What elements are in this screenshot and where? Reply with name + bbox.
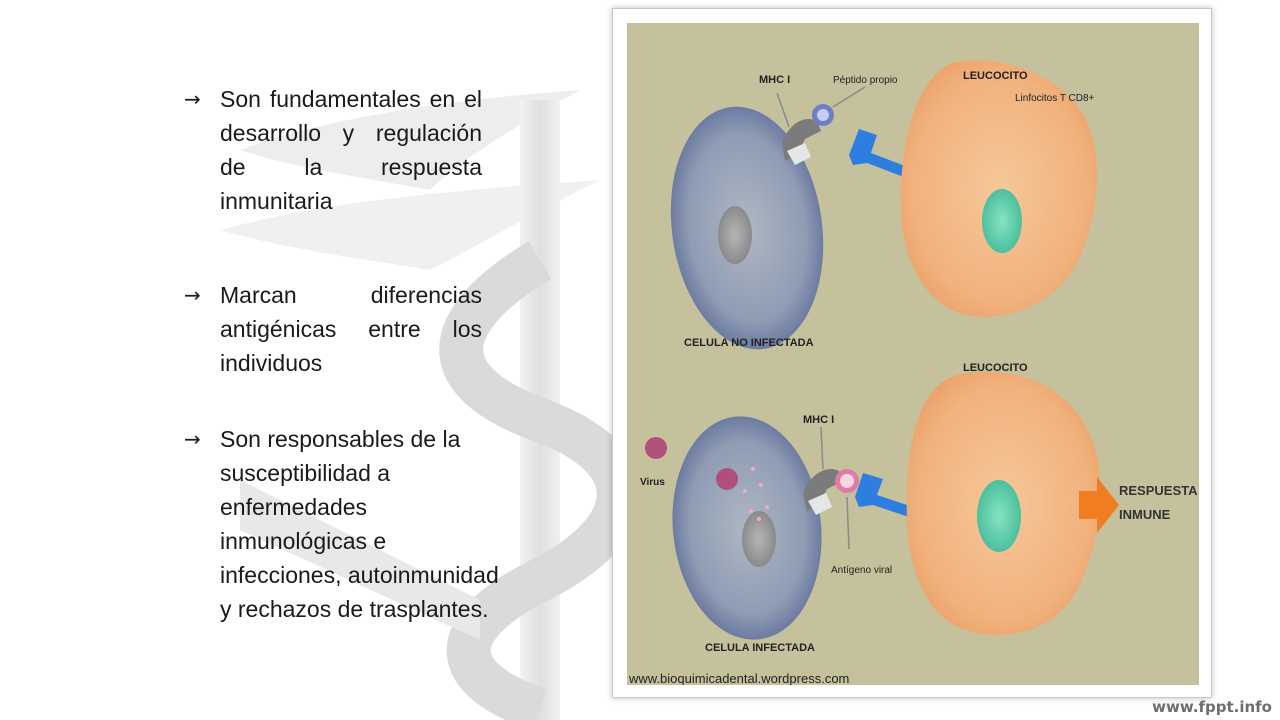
top-peptide-label: Péptido propio	[833, 75, 898, 86]
leucocyte-bottom-nucleus	[977, 480, 1021, 552]
antigen-label: Antígeno viral	[831, 565, 892, 576]
virus-particle	[645, 437, 738, 490]
mhc-diagram: MHC I Péptido propio LEUCOCITO Linfocito…	[628, 60, 1198, 685]
infected-cell-nucleus	[742, 511, 776, 567]
response-label-line1: RESPUESTA	[1119, 483, 1198, 498]
top-leucocito-label: LEUCOCITO	[963, 70, 1028, 82]
arrow-icon: →	[184, 283, 201, 307]
arrow-icon: →	[184, 87, 201, 111]
bottom-cell-label: CELULA INFECTADA	[705, 642, 815, 654]
bullet-text: Son fundamentales en el desarrollo y reg…	[220, 86, 482, 214]
mhc-molecule-bottom	[803, 469, 859, 515]
tcr-receptor-top	[849, 129, 913, 179]
bullet-item: → Son responsables de la susceptibilidad…	[184, 422, 500, 626]
footer-url: www.fppt.info	[1152, 698, 1272, 716]
bullet-item: → Marcan diferencias antigénicas entre l…	[184, 278, 482, 380]
leucocyte-top-nucleus	[982, 189, 1022, 253]
source-url: www.bioquimicadental.wordpress.com	[628, 671, 849, 685]
mhc-molecule-top	[782, 104, 834, 165]
uninfected-cell-nucleus	[718, 206, 752, 264]
top-cell-label: CELULA NO INFECTADA	[684, 337, 814, 349]
diagram-figure: MHC I Péptido propio LEUCOCITO Linfocito…	[612, 8, 1212, 698]
bullet-text: Son responsables de la susceptibilidad a…	[220, 426, 499, 622]
top-mhc-label: MHC I	[759, 74, 790, 86]
virus-label: Virus	[640, 477, 665, 488]
bullet-text: Marcan diferencias antigénicas entre los…	[220, 282, 482, 376]
bullet-item: → Son fundamentales en el desarrollo y r…	[184, 82, 482, 218]
response-label-line2: INMUNE	[1119, 507, 1171, 522]
viral-antigen-dots	[743, 467, 769, 521]
leucocyte-top	[900, 60, 1097, 317]
top-linfocitos-label: Linfocitos T CD8+	[1015, 93, 1095, 104]
bottom-mhc-label: MHC I	[803, 414, 834, 426]
arrow-icon: →	[184, 427, 201, 451]
response-arrow-icon	[1079, 477, 1119, 533]
bottom-leucocito-label: LEUCOCITO	[963, 362, 1028, 374]
tcr-receptor-bottom	[855, 473, 919, 519]
diagram-panel: MHC I Péptido propio LEUCOCITO Linfocito…	[627, 23, 1199, 685]
